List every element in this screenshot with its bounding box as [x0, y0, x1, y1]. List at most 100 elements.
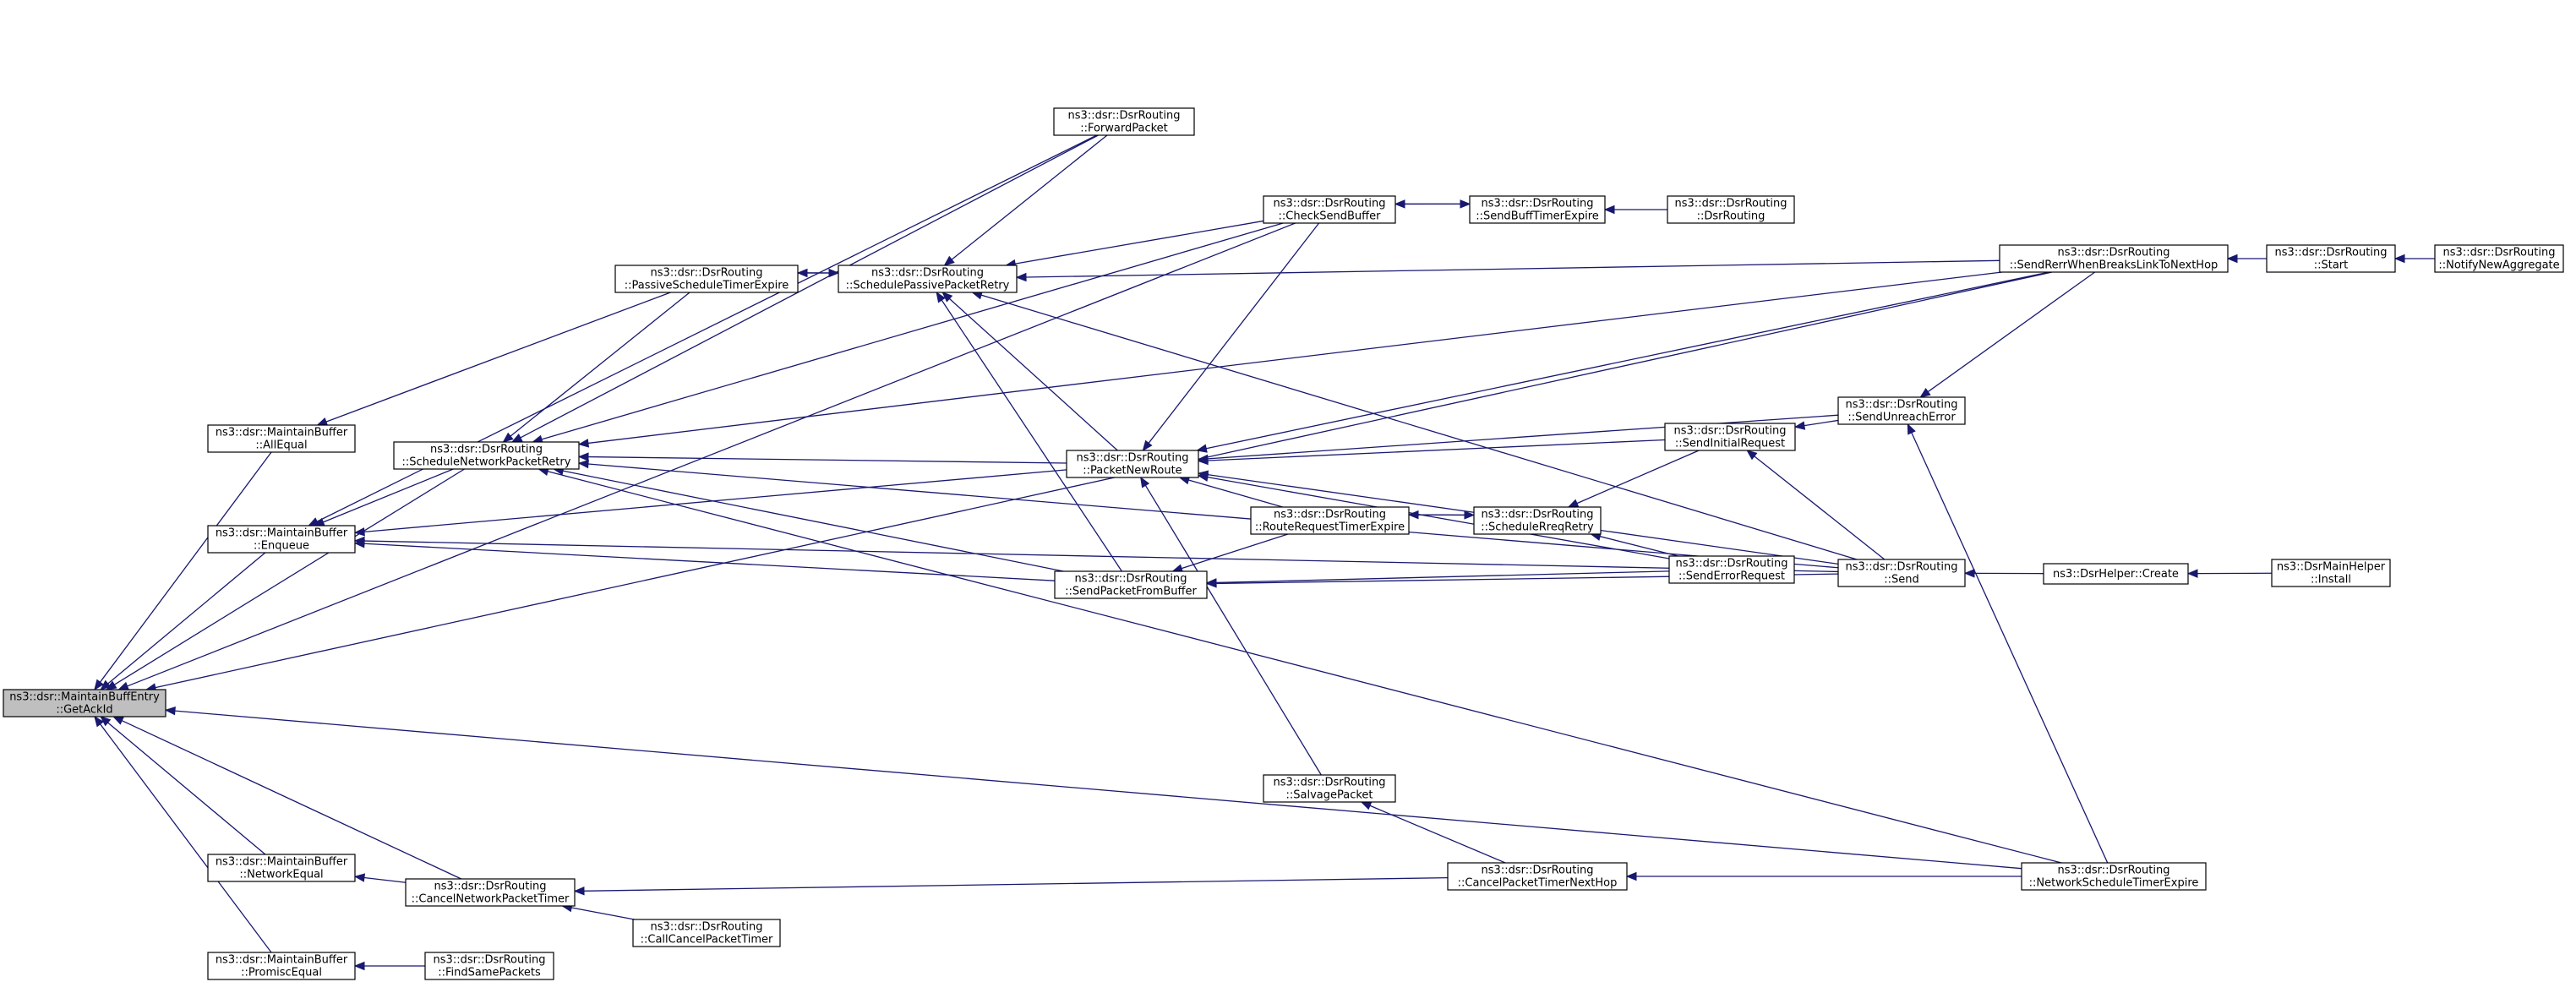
edge-sendrerr-to-sendunreach	[1919, 271, 2096, 398]
node-label: ::Enqueue	[254, 540, 309, 553]
node-sendunreach[interactable]: ns3::dsr::DsrRouting::SendUnreachError	[1837, 396, 1966, 425]
node-forward[interactable]: ns3::dsr::DsrRouting::ForwardPacket	[1053, 107, 1195, 136]
node-label: ::CancelPacketTimerNextHop	[1458, 877, 1618, 890]
node-getackid[interactable]: ns3::dsr::MaintainBuffEntry::GetAckId	[3, 689, 166, 717]
node-enqueue[interactable]: ns3::dsr::MaintainBuffer::Enqueue	[207, 525, 356, 554]
node-checksend[interactable]: ns3::dsr::DsrRouting::CheckSendBuffer	[1263, 195, 1396, 224]
node-send[interactable]: ns3::dsr::DsrRouting::Send	[1837, 559, 1966, 587]
edge-checksend-to-schedpassive	[1004, 220, 1264, 269]
edge-salvage-to-newroute	[1140, 476, 1322, 776]
node-rreqtimer[interactable]: ns3::dsr::DsrRouting::RouteRequestTimerE…	[1250, 506, 1410, 535]
node-label: ns3::dsr::DsrRouting	[1274, 777, 1386, 789]
node-box	[1054, 570, 1208, 599]
edge-arrowhead	[164, 706, 176, 716]
node-salvage[interactable]: ns3::dsr::DsrRouting::SalvagePacket	[1263, 774, 1396, 803]
edge-line	[583, 876, 1449, 892]
node-label: ::Install	[2311, 574, 2351, 587]
edge-arrowhead	[1603, 205, 1615, 215]
node-sendinitial[interactable]: ns3::dsr::DsrRouting::SendInitialRequest	[1664, 423, 1796, 451]
edge-arrowhead	[828, 268, 840, 278]
edge-line	[1576, 450, 1700, 505]
edge-arrowhead	[1963, 569, 1975, 578]
node-callcancel[interactable]: ns3::dsr::DsrRouting::CallCancelPacketTi…	[632, 919, 781, 947]
node-label: ::NotifyNewAggregate	[2438, 259, 2559, 272]
edge-arrowhead	[1140, 476, 1150, 488]
edge-cancelnexthop-to-salvage	[1360, 801, 1506, 864]
edge-arrowhead	[353, 527, 365, 537]
edge-line	[1369, 805, 1506, 864]
node-box	[632, 919, 781, 947]
edge-arrowhead	[94, 715, 105, 728]
node-box	[2021, 862, 2207, 891]
edge-line	[948, 297, 1118, 451]
edge-arrowhead	[510, 434, 523, 443]
node-sendfrombuf[interactable]: ns3::dsr::DsrRouting::SendPacketFromBuff…	[1054, 570, 1208, 599]
node-label: ::SendInitialRequest	[1675, 438, 1785, 450]
node-newroute[interactable]: ns3::dsr::DsrRouting::PacketNewRoute	[1066, 450, 1199, 478]
edge-sendrerr-to-schednetretry	[577, 271, 2002, 448]
node-box	[393, 441, 580, 470]
node-cancelnexthop[interactable]: ns3::dsr::DsrRouting::CancelPacketTimerN…	[1447, 862, 1628, 891]
node-findsame[interactable]: ns3::dsr::DsrRouting::FindSamePackets	[424, 952, 554, 980]
node-box	[1664, 423, 1796, 451]
node-passivesched[interactable]: ns3::dsr::DsrRouting::PassiveScheduleTim…	[614, 265, 799, 293]
edge-promiscequal-to-getackid	[94, 715, 272, 953]
edge-line	[1599, 536, 1678, 557]
edge-line	[325, 292, 671, 423]
edge-arrowhead	[1142, 439, 1153, 452]
node-cancelnettimer[interactable]: ns3::dsr::DsrRouting::CancelNetworkPacke…	[405, 878, 576, 907]
node-install[interactable]: ns3::DsrMainHelper::Install	[2271, 559, 2391, 587]
node-label: ::PassiveScheduleTimerExpire	[625, 280, 789, 292]
node-dsrrouting[interactable]: ns3::dsr::DsrRouting::DsrRouting	[1667, 195, 1795, 224]
node-sendrerr[interactable]: ns3::dsr::DsrRouting::SendRerrWhenBreaks…	[1999, 244, 2229, 273]
node-box	[2434, 244, 2564, 273]
node-schednetretry[interactable]: ns3::dsr::DsrRouting::ScheduleNetworkPac…	[393, 441, 580, 470]
edge-line	[1804, 419, 1839, 427]
edge-passivesched-to-schednetretry	[502, 292, 690, 443]
node-networkequal[interactable]: ns3::dsr::MaintainBuffer::NetworkEqual	[207, 854, 356, 882]
node-label: ::Start	[2314, 259, 2349, 272]
edge-line	[562, 470, 1064, 572]
node-promiscequal[interactable]: ns3::dsr::MaintainBuffer::PromiscEqual	[207, 952, 356, 980]
edge-arrowhead	[353, 536, 365, 546]
node-box	[1473, 506, 1602, 535]
node-box	[405, 878, 576, 907]
edge-line	[941, 299, 1122, 572]
edge-line	[951, 134, 1108, 260]
edge-cancelnexthop-to-cancelnettimer	[573, 876, 1449, 896]
node-label: ns3::dsr::MaintainBuffEntry	[9, 691, 160, 704]
node-box	[1837, 396, 1966, 425]
node-helpercreate[interactable]: ns3::DsrHelper::Create	[2043, 563, 2189, 585]
edge-newroute-to-schednetretry	[577, 452, 1067, 464]
edge-arrowhead	[1197, 454, 1209, 464]
edge-schednetretry-to-getackid	[105, 468, 465, 690]
node-label: ::CancelNetworkPacketTimer	[412, 893, 570, 906]
edge-arrowhead	[1746, 450, 1758, 461]
edge-line	[174, 710, 2022, 870]
node-start[interactable]: ns3::dsr::DsrRouting::Start	[2266, 244, 2396, 273]
edge-line	[107, 552, 266, 685]
edge-helpercreate-to-send	[1963, 569, 2044, 578]
edge-line	[1188, 479, 1283, 508]
edge-line	[363, 543, 1056, 581]
edge-line	[323, 468, 454, 523]
edge-arrowhead	[94, 679, 104, 691]
edge-arrowhead	[105, 680, 117, 690]
node-senderrreq[interactable]: ns3::dsr::DsrRouting::SendErrorRequest	[1668, 555, 1795, 584]
node-label: ::ScheduleNetworkPacketRetry	[402, 456, 571, 469]
node-schedpassive[interactable]: ns3::dsr::DsrRouting::SchedulePassivePac…	[838, 265, 1018, 293]
node-allequal[interactable]: ns3::dsr::MaintainBuffer::AllEqual	[207, 424, 356, 453]
node-label: ::ScheduleRreqRetry	[1481, 521, 1594, 534]
node-netschedexpire[interactable]: ns3::dsr::DsrRouting::NetworkScheduleTim…	[2021, 862, 2207, 891]
edge-arrowhead	[1197, 470, 1209, 479]
node-notify[interactable]: ns3::dsr::DsrRouting::NotifyNewAggregate	[2434, 244, 2564, 273]
node-box	[207, 525, 356, 554]
edge-newroute-to-enqueue	[353, 469, 1067, 537]
edge-line	[1207, 477, 1670, 559]
node-schedreq[interactable]: ns3::dsr::DsrRouting::ScheduleRreqRetry	[1473, 506, 1602, 535]
node-box	[1263, 774, 1396, 803]
edge-arrowhead	[1196, 444, 1208, 453]
node-label: ns3::dsr::DsrRouting	[1675, 198, 1787, 210]
node-sendbufftimer[interactable]: ns3::dsr::DsrRouting::SendBuffTimerExpir…	[1469, 195, 1606, 224]
edge-sendfrombuf-to-schedpassive	[936, 291, 1122, 572]
